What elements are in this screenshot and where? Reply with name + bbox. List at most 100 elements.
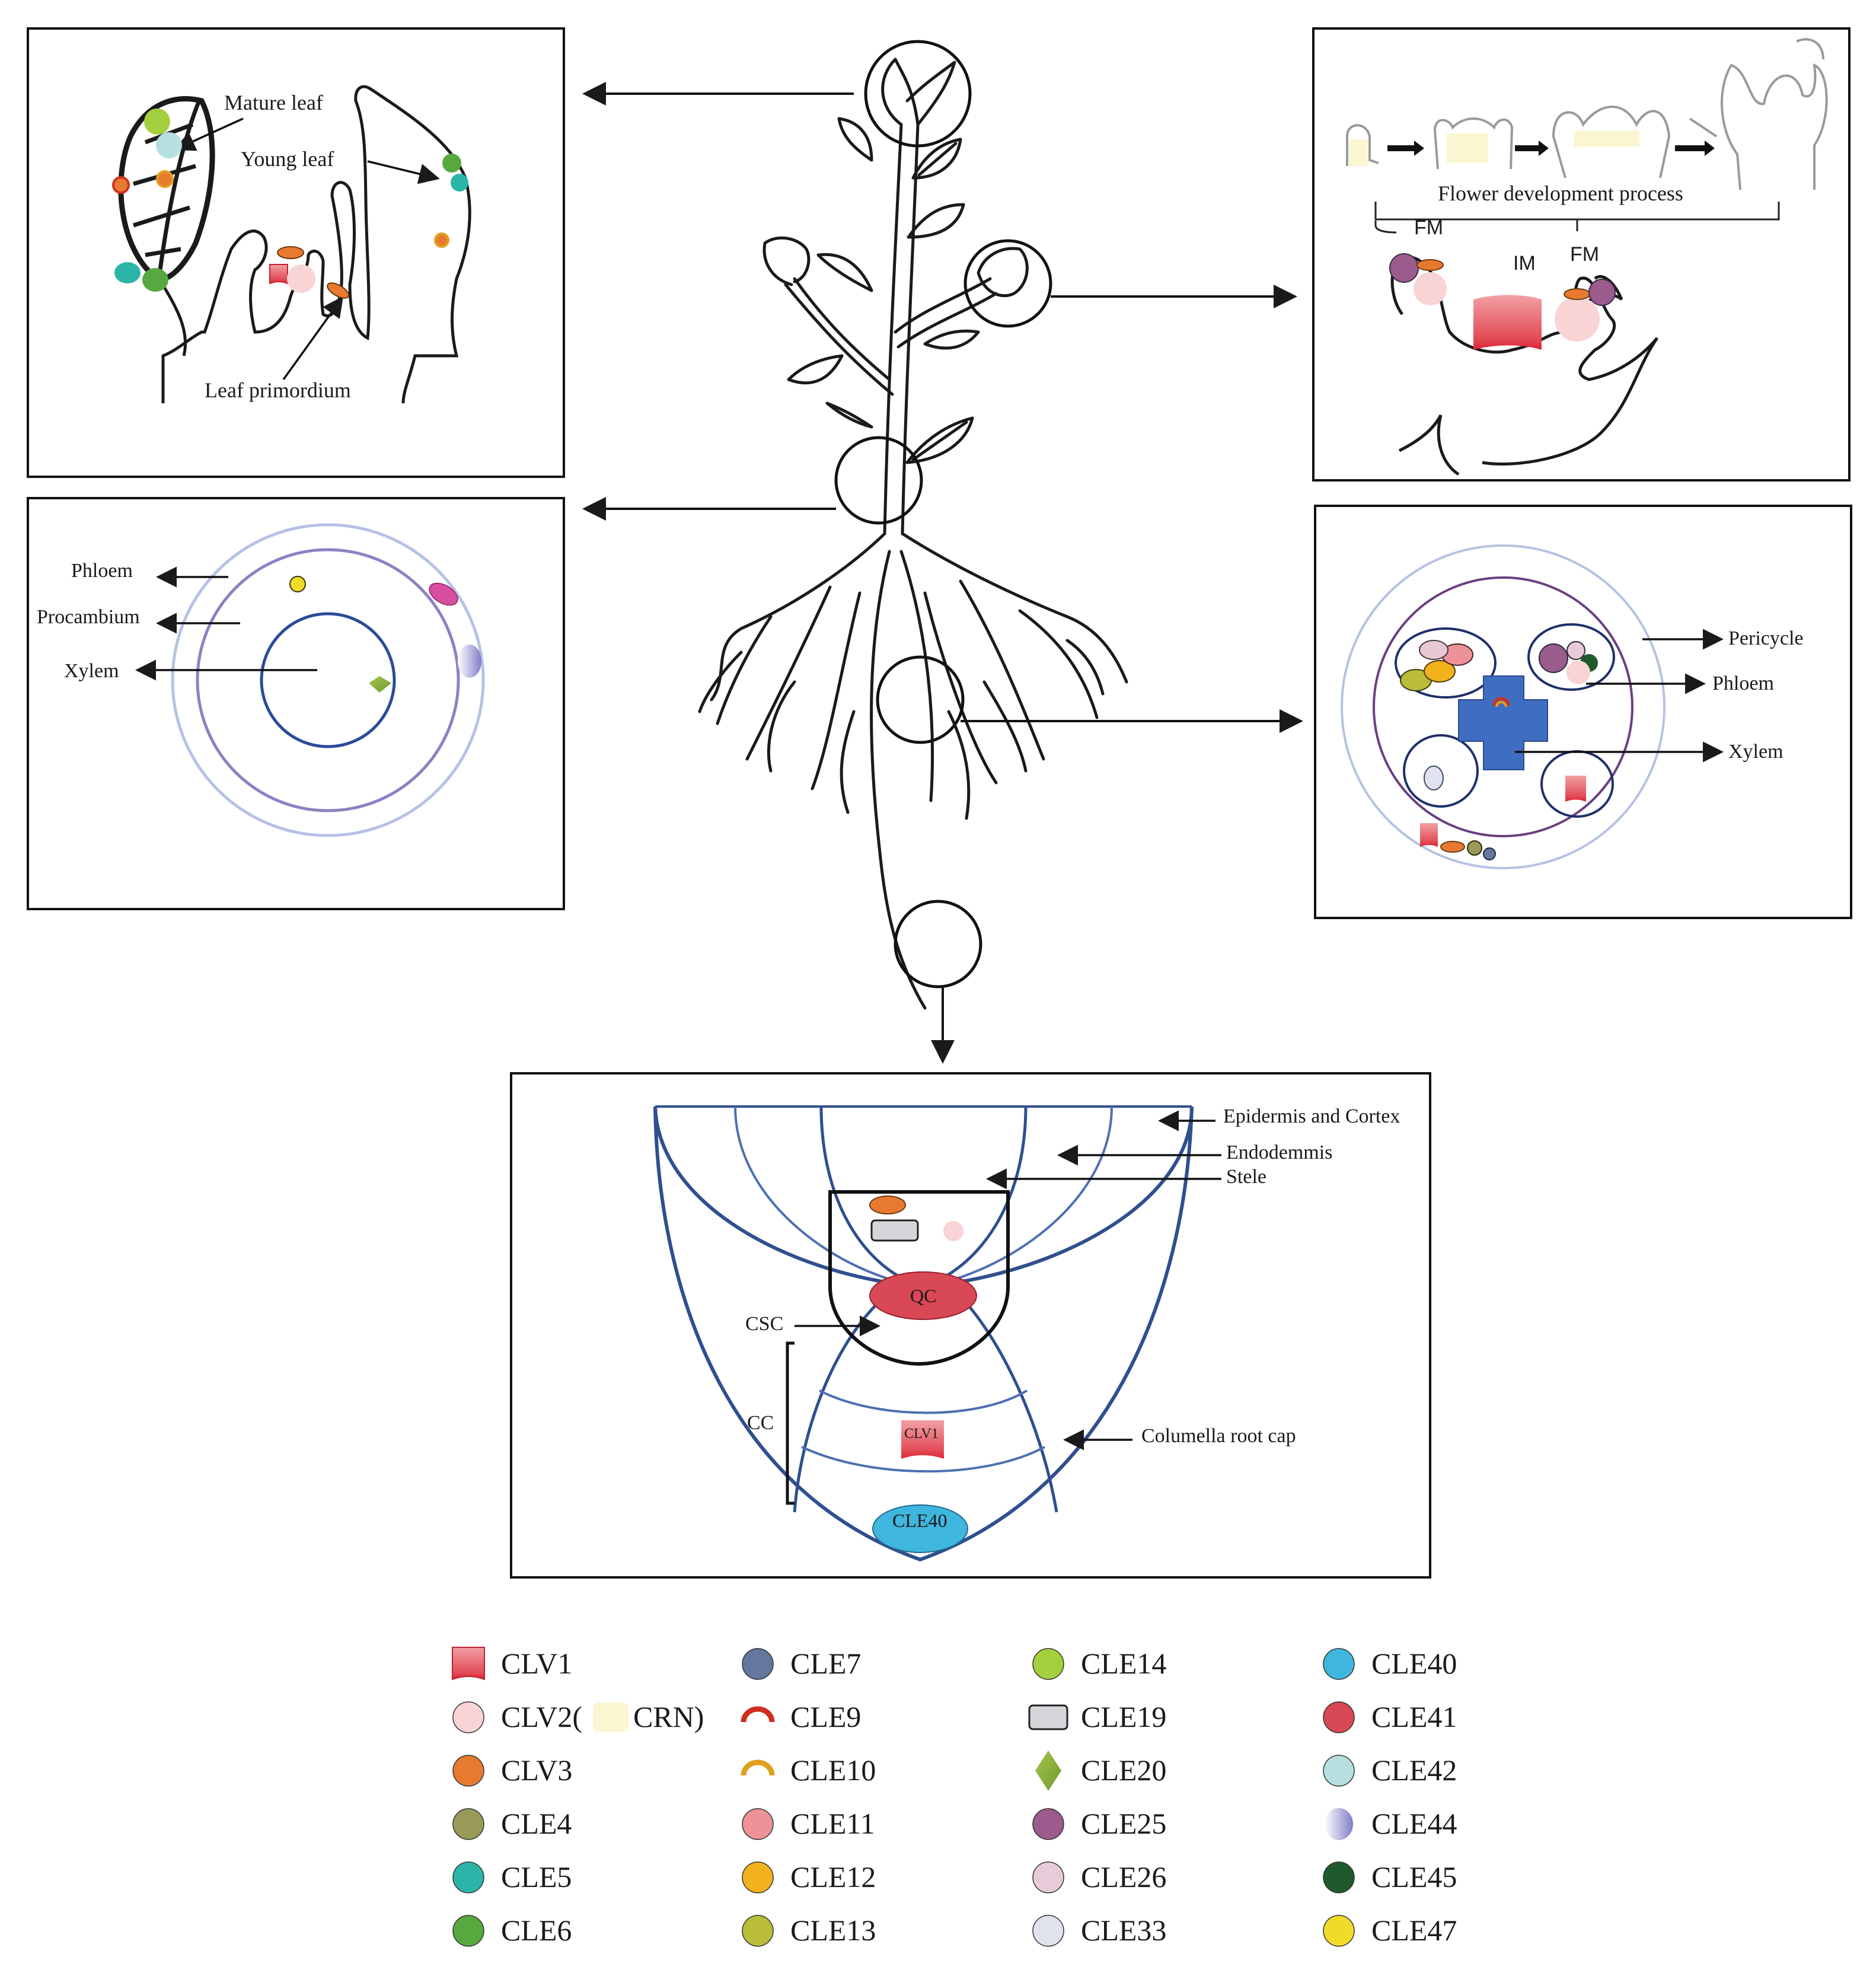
rs-cle12 [1424, 660, 1456, 683]
cle42-marker [156, 132, 182, 158]
root-section-frame [1314, 505, 1852, 919]
legend-label-cle44: CLE44 [1371, 1807, 1457, 1840]
stem-expression-markers [289, 576, 481, 693]
legend-label-cle47: CLE47 [1371, 1914, 1457, 1947]
top-bud [881, 58, 956, 126]
flower-stage-2 [1433, 117, 1514, 170]
legend-item-cle14: CLE14 [1032, 1647, 1166, 1680]
legend-label-crn: CRN) [633, 1700, 704, 1733]
plant-zoom-circles [834, 40, 1052, 989]
stem-procambium-ring [196, 548, 460, 812]
legend-swatch-cle11 [742, 1808, 774, 1840]
flower-panel: Flower development process FM IM FM [1312, 27, 1851, 482]
flower-stage-2-crn [1447, 133, 1488, 163]
root-outer-ring [1341, 544, 1666, 869]
leaf-7 [905, 416, 974, 464]
root-section-markers [1400, 640, 1598, 860]
cc-bracket [786, 1341, 795, 1505]
legend-item-cle12: CLE12 [742, 1860, 876, 1893]
columella-tier-2 [801, 1446, 1045, 1473]
legend-label-cle6: CLE6 [501, 1914, 572, 1947]
endodermis-label: Endodemmis [1226, 1142, 1332, 1163]
legend-item-cle45: CLE45 [1323, 1860, 1457, 1893]
leaf-5 [923, 329, 980, 350]
legend-item-cle26: CLE26 [1032, 1860, 1166, 1893]
legend-label-cle42: CLE42 [1371, 1753, 1457, 1787]
rs-clv2 [1566, 661, 1590, 684]
legend-swatch-clv2 [452, 1701, 484, 1733]
legend-label-cle7: CLE7 [790, 1647, 861, 1680]
rs-clv1-xylem [1565, 776, 1586, 802]
rs-cle9 [1492, 697, 1510, 706]
phloem-pole-left [1395, 627, 1497, 699]
leaf-primordium-arrow [282, 296, 344, 381]
mature-leaf-label: Mature leaf [224, 91, 323, 114]
columella-clv1-label: CLV1 [904, 1426, 939, 1442]
young-leaf-label: Young leaf [241, 147, 334, 171]
cle40-label: CLE40 [892, 1510, 947, 1531]
rs-cle4 [1467, 840, 1482, 856]
stem-cell-niche-box [828, 1190, 1010, 1366]
legend-item-cle11: CLE11 [742, 1807, 875, 1840]
cle10-marker [156, 170, 174, 188]
leaf-expression-markers [112, 109, 468, 299]
legend-item-clv3: CLV3 [452, 1753, 572, 1787]
legend-swatch-cle10 [741, 1759, 775, 1776]
left-flower [762, 236, 811, 286]
legend-label-cle4: CLE4 [501, 1807, 572, 1840]
columella-clv1 [901, 1420, 944, 1459]
stem-procambium-label: Procambium [37, 606, 140, 628]
cle14-marker [144, 109, 170, 135]
flower-stage-1 [1346, 124, 1379, 166]
rs-clv3 [1440, 841, 1465, 853]
stem-cle20 [369, 676, 391, 693]
root-stele-arc [819, 1106, 1028, 1289]
legend-item-clv1: CLV1 [452, 1647, 572, 1681]
leaf-panel: Mature leaf Young leaf Leaf primordium [27, 27, 565, 478]
legend-label-clv1: CLV1 [501, 1647, 572, 1680]
legend-item-cle40: CLE40 [1323, 1647, 1457, 1680]
stem-cle47 [289, 576, 306, 592]
leaf-6 [787, 354, 844, 385]
legend-label-cle10: CLE10 [790, 1753, 876, 1787]
legend-swatch-cle12 [742, 1861, 774, 1893]
im-label: IM [1513, 252, 1536, 275]
root-tip-panel: QC Epidermis and Cortex Endodemmis Stele… [510, 1072, 1431, 1579]
root-epidermis-outline [653, 1106, 1194, 1562]
legend-item-cle9: CLE9 [741, 1700, 861, 1733]
stem-xylem-ring [260, 612, 396, 748]
qc-label: QC [910, 1285, 936, 1306]
legend-label-cle9: CLE9 [790, 1700, 861, 1733]
legend-swatch-cle33 [1032, 1915, 1064, 1947]
legend-label-cle14: CLE14 [1081, 1647, 1166, 1680]
legend-item-cle33: CLE33 [1032, 1914, 1166, 1947]
flower-stage-4 [1689, 38, 1828, 190]
flower-stages [1346, 38, 1828, 190]
root-tip-clv3 [869, 1195, 906, 1214]
root-tip-frame [510, 1072, 1431, 1579]
stem-panel: Phloem Procambium Xylem [27, 497, 565, 910]
legend-swatch-cle13 [742, 1915, 774, 1947]
legend-swatch-cle47 [1323, 1915, 1355, 1947]
legend-item-cle42: CLE42 [1323, 1753, 1457, 1787]
stele-label: Stele [1226, 1166, 1266, 1188]
im-clv1 [1473, 295, 1542, 350]
left-branch [784, 277, 894, 396]
legend-swatch-cle5 [452, 1861, 484, 1893]
legend-swatch-clv3 [452, 1755, 484, 1787]
flower-stage-3 [1552, 106, 1671, 178]
fm-bracket [1374, 221, 1397, 234]
stage-arrow-3 [1675, 141, 1715, 156]
leaf-8 [825, 401, 873, 429]
flower-stage-arrows [1387, 141, 1715, 156]
mature-leaf-petiole [157, 278, 187, 356]
legend-swatch-crn [593, 1702, 628, 1732]
flower-process-label: Flower development process [1438, 181, 1683, 205]
fm-right-clv2 [1555, 296, 1600, 342]
stem-cle44 [458, 645, 481, 678]
rs-clv1-outer [1420, 823, 1438, 847]
stage-arrow-1 [1387, 141, 1424, 156]
stem-outer-ring [171, 523, 485, 837]
legend-swatch-cle14 [1032, 1648, 1064, 1680]
fm-right-label: FM [1570, 243, 1599, 266]
